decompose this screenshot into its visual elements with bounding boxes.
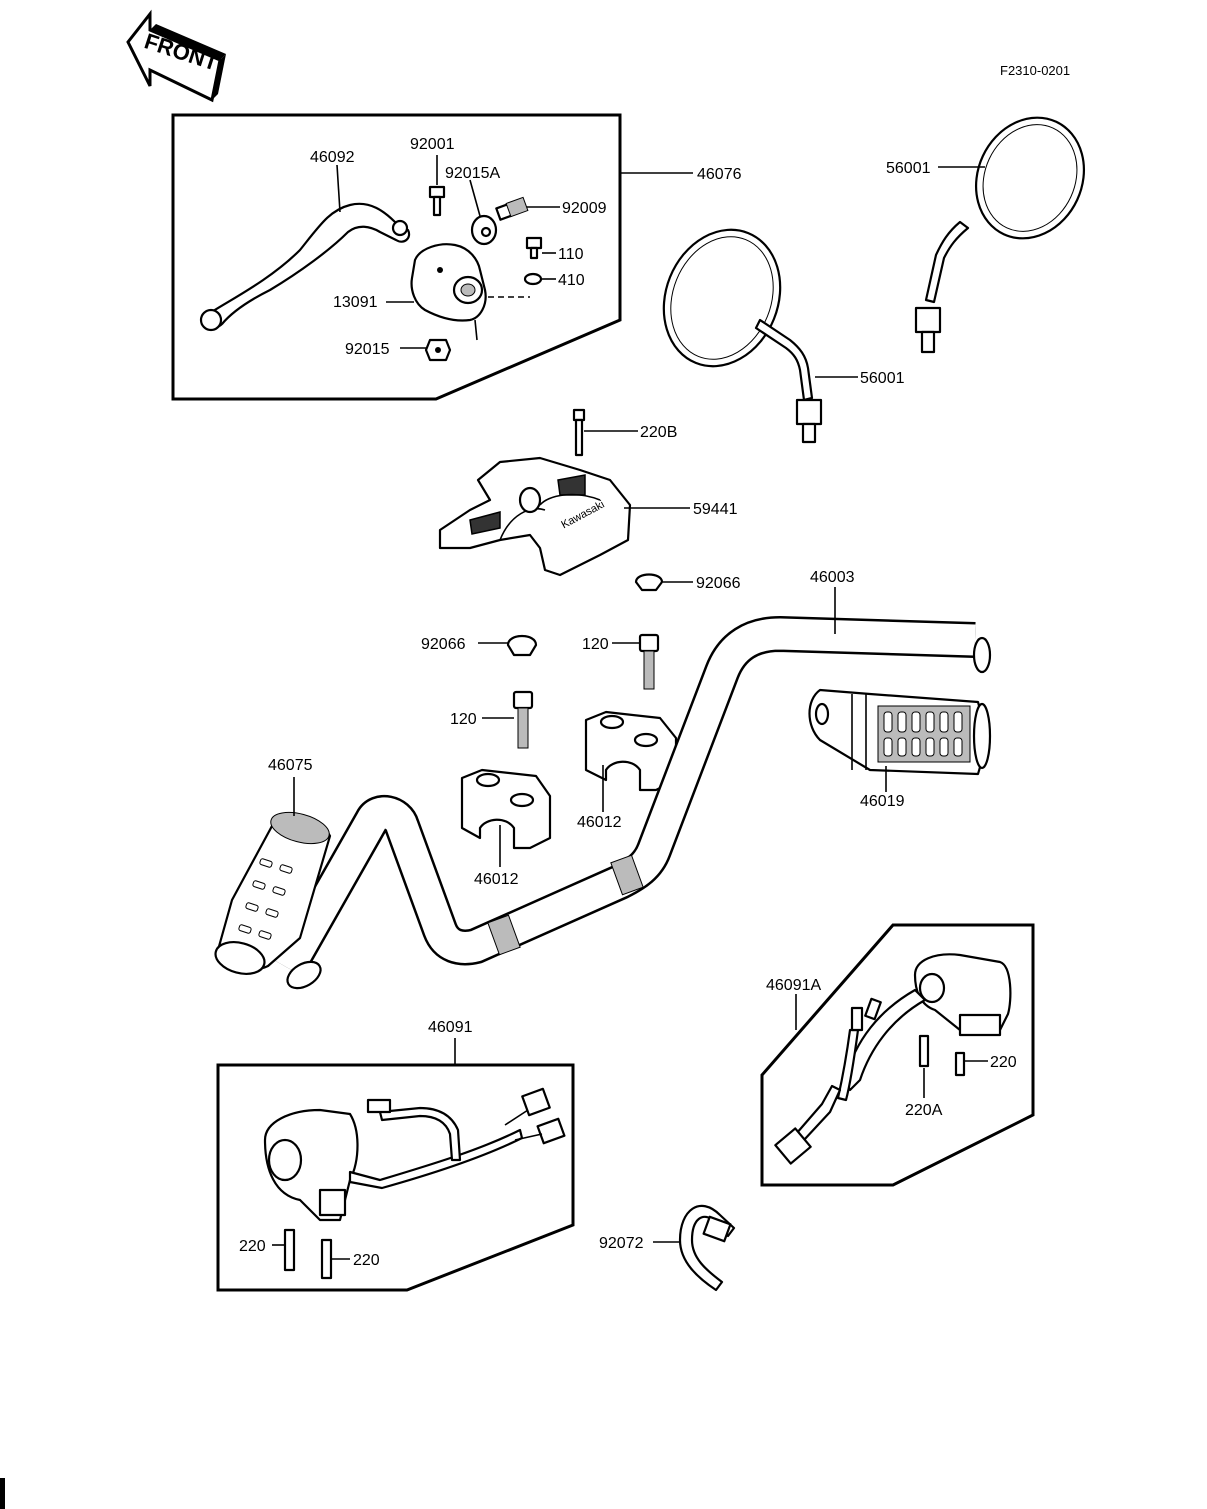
label-46091: 46091 [428, 1019, 473, 1036]
bolt-92001 [428, 185, 446, 217]
right-switch-box [760, 923, 1035, 1187]
label-56001-top: 56001 [886, 160, 931, 177]
label-46012-right: 46012 [577, 814, 622, 831]
label-92015: 92015 [345, 341, 390, 358]
nut-92015 [424, 338, 452, 362]
label-92066-right: 92066 [696, 575, 741, 592]
left-grip-46075 [214, 811, 332, 975]
label-410: 410 [558, 272, 585, 289]
label-92066-left: 92066 [421, 636, 466, 653]
left-switch-46091 [263, 1087, 566, 1222]
clutch-lever [199, 202, 411, 332]
lever-assembly-box [171, 113, 622, 401]
adjuster-nut-92015A [470, 214, 498, 246]
scan-edge-mark [0, 1478, 5, 1509]
label-92001: 92001 [410, 136, 455, 153]
label-220A: 220A [905, 1102, 943, 1119]
bolt-120-top [638, 633, 660, 690]
cap-92066-left [506, 634, 538, 657]
throttle-grip-46019 [808, 688, 992, 776]
screw-110 [525, 236, 543, 260]
bolt-220B [572, 408, 586, 457]
screw-220-right [954, 1051, 966, 1077]
label-120-left: 120 [450, 711, 477, 728]
lever-bracket-13091 [410, 243, 487, 341]
screw-220A [918, 1034, 930, 1068]
label-92009: 92009 [562, 200, 607, 217]
clamp-46012-left [460, 768, 552, 850]
label-56001-bottom: 56001 [860, 370, 905, 387]
figure-code: F2310-0201 [1000, 63, 1070, 78]
screw-220-bottom-left [283, 1228, 296, 1272]
label-46012-left: 46012 [474, 871, 519, 888]
label-92015A: 92015A [445, 165, 500, 182]
screw-220-bottom-mid [320, 1238, 333, 1280]
label-46075: 46075 [268, 757, 313, 774]
left-switch-box [216, 1063, 575, 1292]
label-59441: 59441 [693, 501, 738, 518]
bolt-120-left [512, 690, 534, 749]
mirror-right-56001 [914, 116, 1086, 354]
washer-410 [523, 272, 543, 286]
label-46003: 46003 [810, 569, 855, 586]
label-220B: 220B [640, 424, 677, 441]
handlebar-46003 [272, 616, 992, 990]
label-220-right: 220 [990, 1054, 1017, 1071]
label-13091: 13091 [333, 294, 378, 311]
label-46076: 46076 [697, 166, 742, 183]
label-46019: 46019 [860, 793, 905, 810]
band-92072 [678, 1204, 736, 1292]
label-110: 110 [558, 246, 584, 263]
screw-92009 [495, 196, 529, 221]
label-92072: 92072 [599, 1235, 644, 1252]
handlebar-cover-59441: Kawasaki [438, 456, 632, 577]
label-220-bottom-mid: 220 [353, 1252, 380, 1269]
label-46091A: 46091A [766, 977, 821, 994]
front-arrow-icon: FRONT [126, 9, 226, 103]
label-120-top: 120 [582, 636, 609, 653]
label-46092: 46092 [310, 149, 355, 166]
label-220-bottom-left: 220 [239, 1238, 266, 1255]
mirror-left-56001 [662, 228, 823, 444]
right-switch-46091A [774, 953, 1012, 1165]
cap-92066-right [634, 573, 664, 592]
